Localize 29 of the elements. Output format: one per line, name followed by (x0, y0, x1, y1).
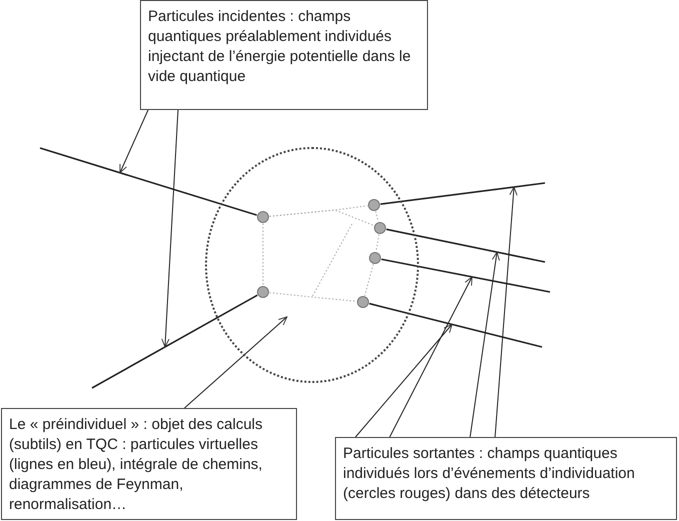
callout-box: Particules sortantes : champs quantiques individués lors d’événements d’individuation (cercles rouges) dans des détecteurs (335, 437, 677, 520)
particle-track-line (380, 182, 546, 205)
virtual-particle-line (268, 292, 358, 302)
virtual-particle-line (376, 234, 380, 252)
particle-track-line (386, 228, 546, 263)
leader-arrow (355, 324, 452, 438)
leader-arrow (184, 316, 288, 408)
particle-track-line (369, 302, 542, 348)
interaction-point (374, 222, 386, 234)
virtual-particle-line (262, 223, 264, 286)
leader-arrow (470, 252, 500, 438)
interaction-point (369, 252, 381, 264)
callout-box: Particules incidentes : champs quantiques préalablement individués injectant de l’énergie potentielle dans le vide quantique (140, 0, 428, 110)
callout-box: Le « préindividuel » : objet des calculs (subtils) en TQC : particules virtuelles (lignes en bleu), intégrale de chemins, diagrammes de Feynman, renormalisation… (1, 408, 297, 520)
leader-arrow (389, 276, 472, 438)
leader-arrow (161, 110, 179, 348)
leader-arrow (120, 110, 149, 174)
virtual-particle-line (268, 210, 374, 226)
particle-track-line (40, 147, 258, 216)
leader-arrow (494, 186, 518, 438)
interaction-point (257, 211, 269, 223)
interaction-point (357, 296, 369, 308)
interaction-point (257, 286, 269, 298)
particle-track-line (92, 294, 258, 389)
vacuum-region-circle (205, 147, 419, 383)
interaction-point (368, 199, 380, 211)
virtual-particle-line (375, 210, 379, 222)
virtual-particle-line (364, 264, 374, 296)
particle-track-line (381, 258, 550, 293)
